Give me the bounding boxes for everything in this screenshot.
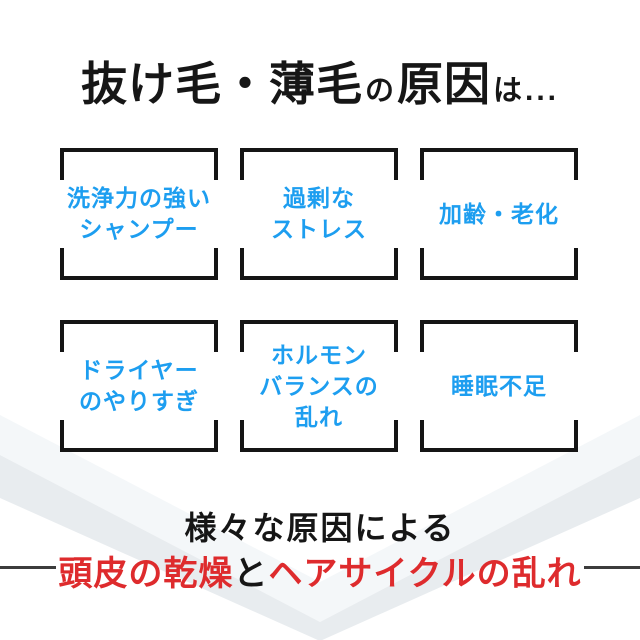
title-main-1: 抜け毛・薄毛 — [80, 58, 363, 110]
title-particle-1: の — [364, 75, 395, 107]
title-ellipsis: ... — [525, 74, 560, 107]
cause-box-label: ドライヤー のやりすぎ — [79, 357, 199, 414]
cause-box-aging: 加齢・老化 — [420, 148, 578, 280]
title-particle-2: は — [492, 75, 523, 107]
left-rule-decoration — [0, 566, 56, 569]
cause-box-label: 加齢・老化 — [439, 200, 559, 227]
conclusion-dry-scalp: 頭皮の乾燥 — [58, 555, 234, 593]
conclusion-line1: 様々な原因による — [184, 510, 456, 546]
cause-box-hormone: ホルモン バランスの 乱れ — [240, 320, 398, 452]
conclusion-hair-cycle: ヘアサイクルの乱れ — [268, 555, 582, 593]
chevron-band-main — [0, 455, 640, 640]
cause-box-label: 洗浄力の強い シャンプー — [67, 185, 211, 242]
conclusion-line2: 頭皮の乾燥とヘアサイクルの乱れ — [0, 546, 640, 595]
cause-box-label: 睡眠不足 — [451, 372, 547, 399]
conclusion-connector: と — [233, 555, 269, 593]
cause-box-sleep: 睡眠不足 — [420, 320, 578, 452]
page-title: 抜け毛・薄毛 の 原因 は ... — [0, 52, 640, 116]
title-main-2: 原因 — [396, 58, 491, 110]
cause-box-shampoo: 洗浄力の強い シャンプー — [60, 148, 218, 280]
right-rule-decoration — [584, 566, 640, 569]
chevron-band-faint — [0, 415, 640, 622]
cause-box-label: 過剰な ストレス — [271, 185, 367, 242]
cause-box-label: ホルモン バランスの 乱れ — [259, 341, 379, 430]
cause-box-dryer: ドライヤー のやりすぎ — [60, 320, 218, 452]
cause-box-stress: 過剰な ストレス — [240, 148, 398, 280]
